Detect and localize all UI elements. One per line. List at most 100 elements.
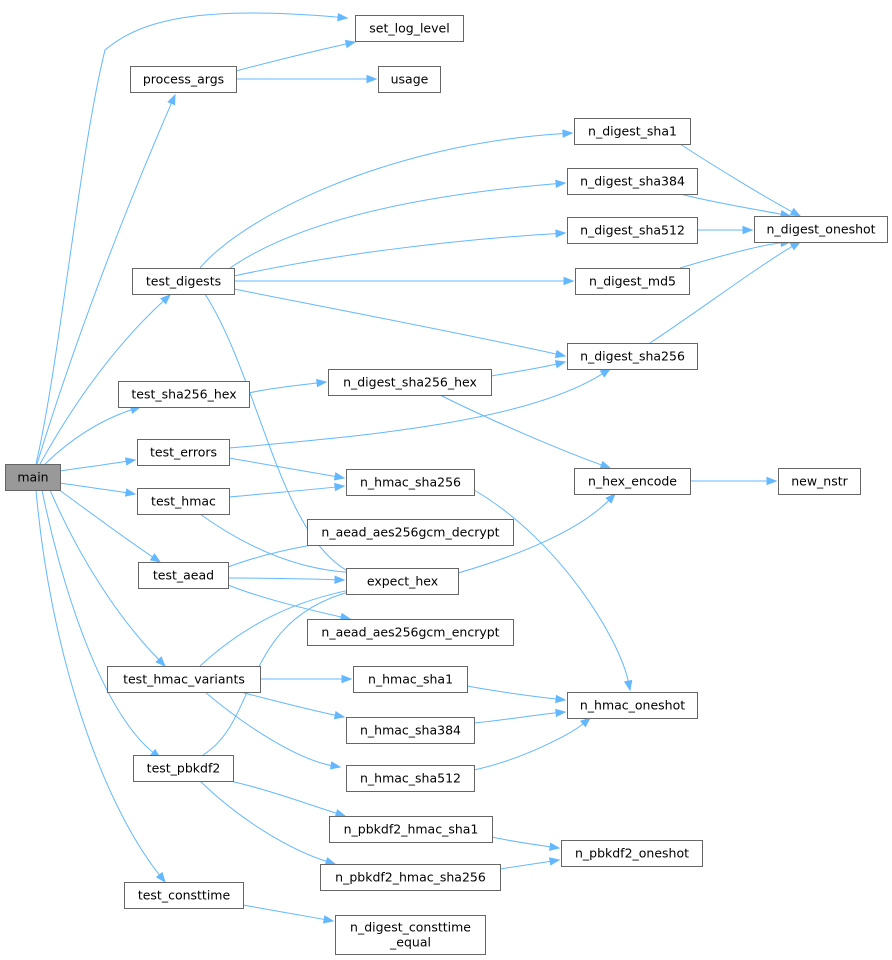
node-box <box>138 562 229 589</box>
edge-arrowhead <box>789 207 802 217</box>
edge-arrowhead <box>124 457 137 466</box>
node-box <box>346 717 475 744</box>
edge-line <box>227 577 337 581</box>
node-n-pbkdf2-hmac-sha1[interactable]: n_pbkdf2_hmac_sha1 <box>329 816 493 843</box>
node-n-digest-oneshot[interactable]: n_digest_oneshot <box>754 216 888 243</box>
edge-n_hmac_sha256-to-n_hmac_oneshot <box>473 489 633 692</box>
edge-main-to-set_log_level <box>35 12 349 465</box>
node-box <box>567 692 698 719</box>
node-n-hmac-sha256[interactable]: n_hmac_sha256 <box>346 469 475 496</box>
edge-line <box>473 489 629 683</box>
node-label: n_pbkdf2_hmac_sha256 <box>335 870 486 885</box>
node-label: n_digest_sha1 <box>588 124 677 139</box>
edge-line <box>499 860 552 870</box>
edge-test_aead-to-n_aead_aes256gcm_encrypt <box>227 584 352 622</box>
node-set-log-level[interactable]: set_log_level <box>355 15 464 42</box>
node-test-consttime[interactable]: test_consttime <box>124 882 244 909</box>
edge-line <box>649 245 794 344</box>
node-test-digests[interactable]: test_digests <box>132 268 235 295</box>
edge-arrowhead <box>341 674 353 684</box>
edge-line <box>473 712 558 724</box>
edge-line <box>228 486 337 498</box>
node-n-aead-aes256gcm-encrypt[interactable]: n_aead_aes256gcm_encrypt <box>307 619 514 646</box>
edge-arrowhead <box>167 93 176 106</box>
node-n-digest-consttime-equal[interactable]: n_digest_consttime_equal <box>335 915 486 955</box>
node-main[interactable]: main <box>5 464 61 491</box>
edge-line <box>473 722 585 771</box>
node-label: n_aead_aes256gcm_decrypt <box>321 525 499 540</box>
node-label: test_digests <box>146 274 221 289</box>
node-label: test_consttime <box>138 888 231 903</box>
node-test-hmac[interactable]: test_hmac <box>137 488 230 515</box>
node-box <box>130 66 237 93</box>
node-label: test_hmac_variants <box>123 672 245 687</box>
edge-n_digest_sha512-to-n_digest_oneshot <box>696 225 754 235</box>
node-n-pbkdf2-oneshot[interactable]: n_pbkdf2_oneshot <box>561 840 703 867</box>
node-n-digest-md5[interactable]: n_digest_md5 <box>575 268 690 295</box>
node-test-hmac-variants[interactable]: test_hmac_variants <box>107 666 261 693</box>
edge-arrowhead <box>334 482 346 492</box>
node-box <box>335 915 486 955</box>
node-n-aead-aes256gcm-decrypt[interactable]: n_aead_aes256gcm_decrypt <box>307 519 514 546</box>
node-test-pbkdf2[interactable]: test_pbkdf2 <box>133 755 234 782</box>
node-label: n_hmac_sha512 <box>360 771 461 786</box>
node-label: main <box>17 470 48 485</box>
edge-arrowhead <box>555 708 567 718</box>
edge-arrowhead <box>160 294 172 305</box>
node-n-digest-sha384[interactable]: n_digest_sha384 <box>567 168 698 195</box>
node-expect-hex[interactable]: expect_hex <box>346 568 459 595</box>
edge-n_pbkdf2_hmac_sha1-to-n_pbkdf2_oneshot <box>491 836 561 851</box>
edge-main-to-test_hmac <box>59 482 137 497</box>
edge-test_digests-to-n_digest_sha1 <box>199 129 574 269</box>
edge-arrowhead <box>366 74 378 84</box>
node-test-aead[interactable]: test_aead <box>138 562 229 589</box>
node-label: test_hmac <box>151 494 216 509</box>
edge-test_aead-to-expect_hex <box>227 575 346 584</box>
node-n-digest-sha1[interactable]: n_digest_sha1 <box>574 118 691 145</box>
node-box <box>567 168 698 195</box>
edge-line <box>59 460 128 472</box>
edge-arrowhead <box>329 761 342 770</box>
node-box <box>118 381 250 408</box>
node-box <box>567 217 698 244</box>
edge-test_hmac_variants-to-n_hmac_sha1 <box>260 674 353 684</box>
edge-test_pbkdf2-to-n_pbkdf2_hmac_sha1 <box>229 780 347 818</box>
edge-main-to-test_digests <box>39 294 172 465</box>
node-process-args[interactable]: process_args <box>130 66 237 93</box>
node-box <box>355 15 464 42</box>
node-test-sha256-hex[interactable]: test_sha256_hex <box>118 381 250 408</box>
node-n-digest-sha512[interactable]: n_digest_sha512 <box>567 217 698 244</box>
node-n-hex-encode[interactable]: n_hex_encode <box>574 468 691 495</box>
edge-line <box>228 457 337 478</box>
node-label: _equal <box>389 935 431 950</box>
node-n-digest-sha256[interactable]: n_digest_sha256 <box>567 343 698 370</box>
edge-arrowhead <box>562 129 574 138</box>
node-label: new_nstr <box>791 474 848 489</box>
call-edges <box>35 12 802 924</box>
edge-n_digest_sha1-to-n_digest_oneshot <box>679 143 802 217</box>
edge-test_sha256_hex-to-n_digest_sha256_hex <box>248 378 328 394</box>
edge-line <box>35 12 340 465</box>
edge-test_errors-to-n_hmac_sha256 <box>228 457 346 481</box>
node-label: n_hmac_sha384 <box>360 723 461 738</box>
node-box <box>132 268 235 295</box>
edge-line <box>457 499 610 574</box>
node-n-hmac-sha384[interactable]: n_hmac_sha384 <box>346 717 475 744</box>
node-label: n_digest_oneshot <box>766 222 875 237</box>
node-box <box>778 468 861 495</box>
edge-arrowhead <box>789 241 802 251</box>
node-box <box>307 519 514 546</box>
edge-line <box>36 102 173 465</box>
node-test-errors[interactable]: test_errors <box>137 439 230 466</box>
edge-test_hmac-to-n_hmac_sha256 <box>228 482 346 498</box>
edge-arrowhead <box>155 871 166 884</box>
node-usage[interactable]: usage <box>378 66 441 93</box>
node-n-digest-sha256-hex[interactable]: n_digest_sha256_hex <box>328 369 492 396</box>
node-n-hmac-sha512[interactable]: n_hmac_sha512 <box>346 765 475 792</box>
edge-arrowhead <box>555 694 567 704</box>
node-n-pbkdf2-hmac-sha256[interactable]: n_pbkdf2_hmac_sha256 <box>320 864 501 891</box>
node-new-nstr[interactable]: new_nstr <box>778 468 861 495</box>
node-n-hmac-oneshot[interactable]: n_hmac_oneshot <box>567 692 698 719</box>
node-n-hmac-sha1[interactable]: n_hmac_sha1 <box>353 666 468 693</box>
edge-line <box>233 288 558 355</box>
